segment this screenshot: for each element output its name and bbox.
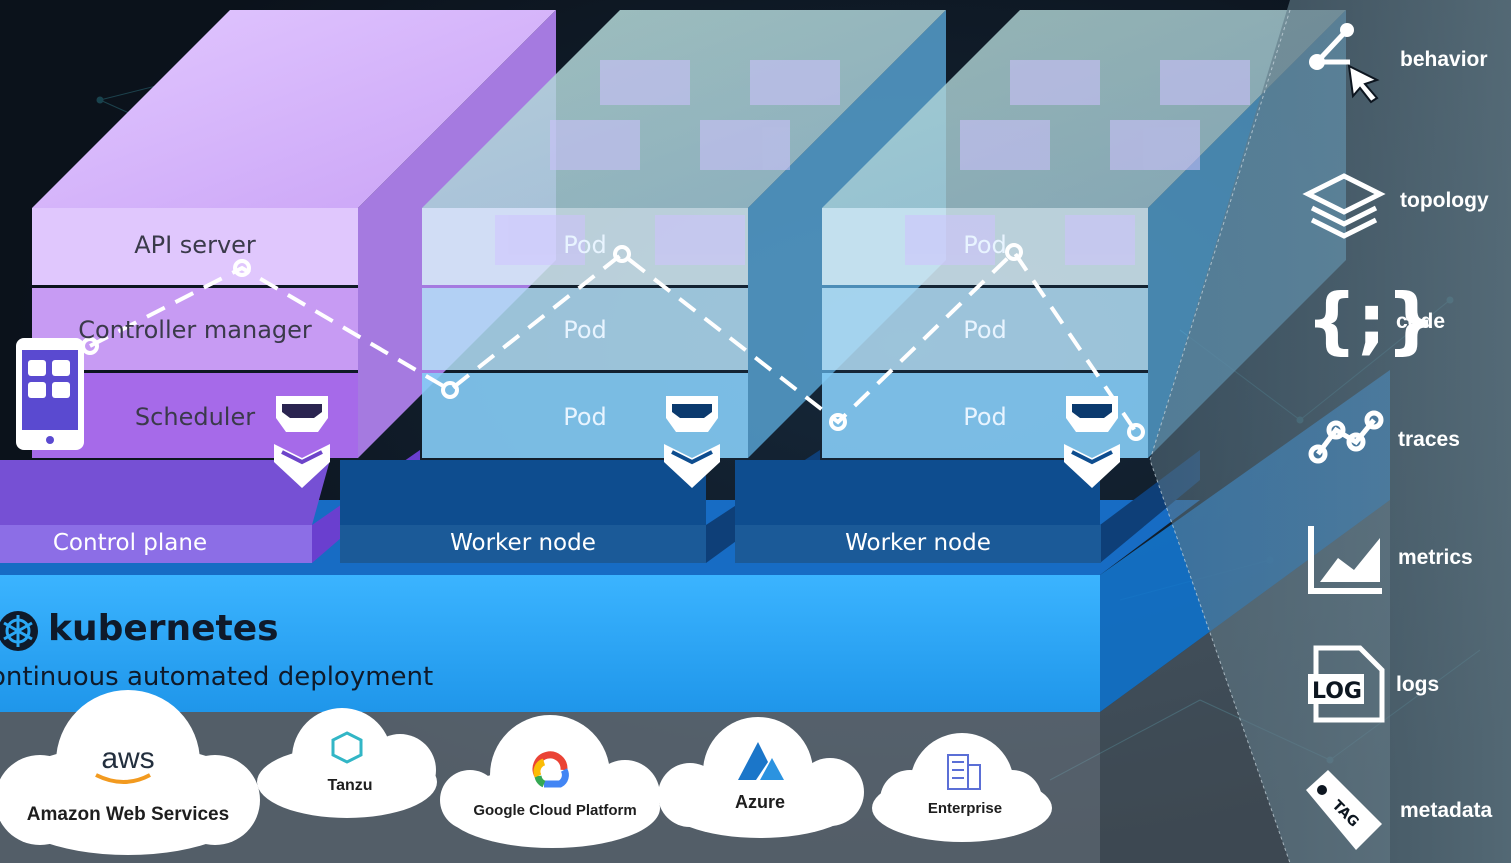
azure-label: Azure [734, 792, 785, 812]
k8s-band-front [0, 575, 1100, 712]
agent-icon [1064, 396, 1120, 488]
worker-node-2-base-top [735, 460, 1100, 525]
worker-node-1-base [340, 525, 706, 563]
logs-label: logs [1396, 673, 1440, 696]
metrics-label: metrics [1398, 546, 1473, 569]
code-label: code [1396, 310, 1446, 333]
aws-logo: aws [101, 742, 155, 775]
tanzu-icon [331, 731, 363, 764]
pod-label: Pod [963, 403, 1007, 431]
cloud-aws [0, 690, 260, 855]
cloud-enterprise [872, 733, 1052, 842]
layer-controller-manager [32, 288, 358, 370]
logs-icon: LOG [1308, 645, 1385, 723]
pod-label: Pod [963, 316, 1007, 344]
metrics-icon [1308, 526, 1382, 594]
layer-api-server [32, 208, 358, 285]
traces-label: traces [1398, 428, 1460, 451]
scheduler-label: Scheduler [134, 403, 256, 431]
azure-icon [738, 742, 784, 780]
aws-smile-icon [95, 773, 151, 784]
kubernetes-subtitle: ontinuous automated deployment [0, 662, 434, 692]
worker-node-2-top [822, 10, 1346, 208]
mobile-phone-icon [16, 338, 84, 450]
pod-label: Pod [963, 231, 1007, 259]
worker-2-pod-blocks [905, 60, 1250, 265]
enterprise-building-icon [947, 754, 981, 790]
worker-1-pod-blocks [495, 60, 840, 265]
panel-edge [1149, 9, 1291, 863]
worker-1-pod-row-2 [422, 288, 748, 370]
topology-label: topology [1400, 189, 1489, 212]
enterprise-label: Enterprise [927, 800, 1003, 817]
agent-icon [274, 396, 330, 488]
pod-label: Pod [563, 316, 607, 344]
worker-node-label: Worker node [450, 530, 596, 556]
svg-text:LOG: LOG [1312, 679, 1362, 704]
tanzu-label: Tanzu [327, 777, 373, 794]
worker-node-2-base [735, 525, 1101, 563]
control-plane-base [0, 525, 312, 563]
worker-2-pod-row-2 [822, 288, 1148, 370]
aws-label: Amazon Web Services [26, 804, 230, 825]
controller-manager-label: Controller manager [78, 316, 312, 344]
code-icon: {;} [1306, 278, 1437, 362]
traces-icon [1308, 410, 1384, 464]
api-server-label: API server [134, 231, 256, 259]
trace-nodes [81, 243, 1145, 441]
control-plane-top [32, 10, 556, 208]
behavior-icon [1309, 23, 1380, 104]
metadata-label: metadata [1400, 799, 1493, 822]
worker-node-1-base-top [340, 460, 706, 525]
behavior-label: behavior [1400, 48, 1488, 71]
trace-path [89, 248, 1138, 434]
worker-node-label: Worker node [845, 530, 991, 556]
cloud-azure [658, 717, 864, 838]
topology-icon [1302, 173, 1386, 239]
agent-icon [664, 396, 720, 488]
cloud-tanzu [257, 708, 437, 818]
control-plane-base-top [0, 460, 330, 525]
kubernetes-logo-icon [0, 611, 38, 651]
google-cloud-label: Google Cloud Platform [473, 802, 637, 819]
pod-label: Pod [563, 403, 607, 431]
svg-text:{;}: {;} [1306, 278, 1437, 362]
kubernetes-title: kubernetes [48, 608, 279, 649]
pod-label: Pod [563, 231, 607, 259]
control-plane-label: Control plane [52, 530, 208, 556]
google-cloud-icon [532, 751, 569, 788]
cloud-google [440, 715, 660, 848]
